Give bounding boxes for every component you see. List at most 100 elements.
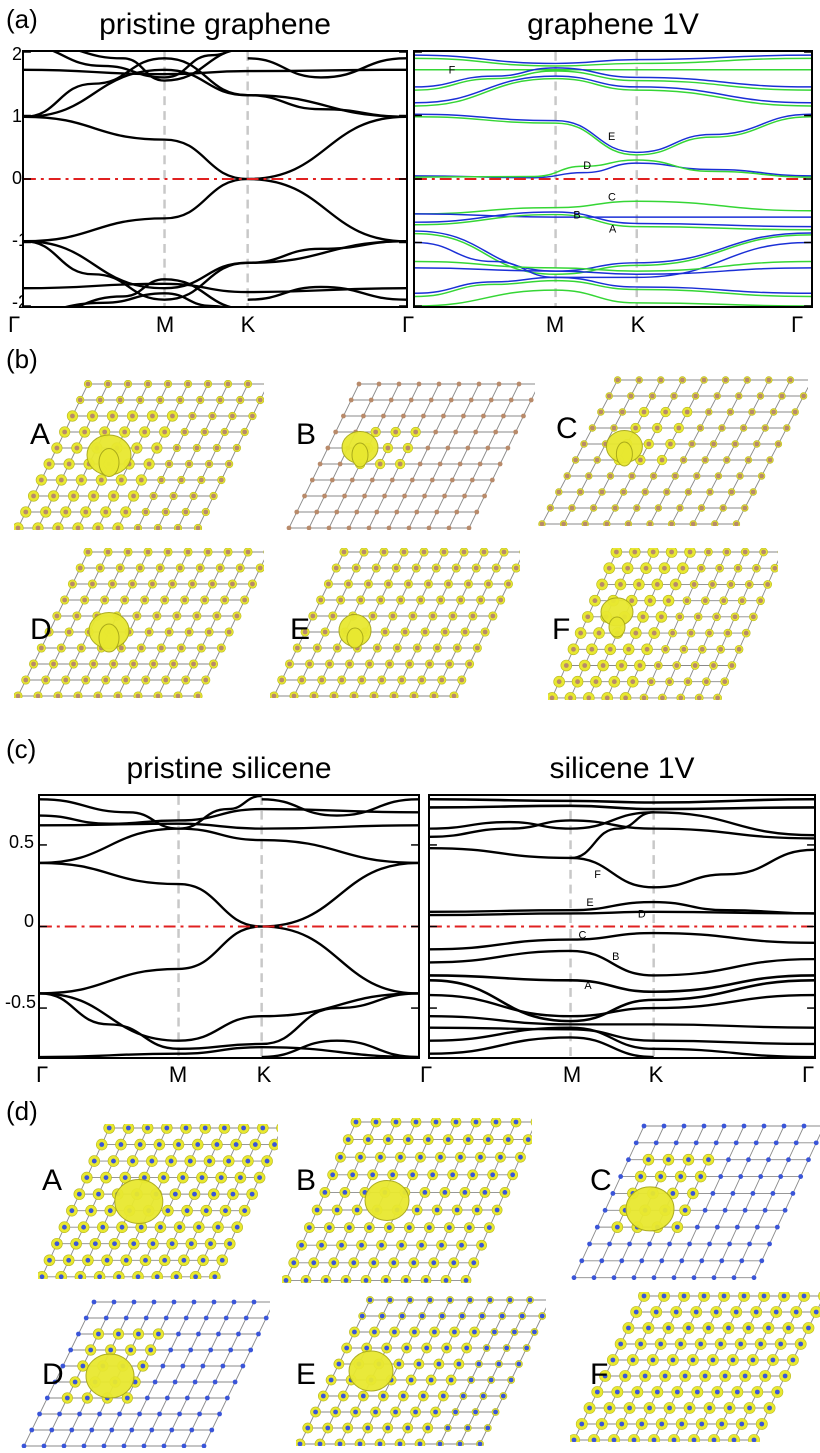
atom bbox=[211, 662, 216, 667]
atom bbox=[778, 1342, 783, 1347]
atom bbox=[238, 566, 243, 571]
atom bbox=[467, 662, 472, 667]
atom bbox=[494, 566, 499, 571]
lattice-bond bbox=[476, 416, 484, 432]
charge-density-blob bbox=[347, 628, 363, 648]
graphene-kpoint-gamma: Γ bbox=[8, 312, 20, 338]
band-line bbox=[24, 284, 406, 292]
atom bbox=[758, 1174, 763, 1179]
atom bbox=[250, 1192, 255, 1197]
atom bbox=[69, 1208, 74, 1213]
atom bbox=[142, 598, 147, 603]
atom bbox=[108, 1348, 113, 1353]
atom bbox=[146, 550, 151, 555]
atom bbox=[169, 1159, 174, 1164]
atom bbox=[374, 510, 379, 515]
atom bbox=[687, 1406, 692, 1411]
atom bbox=[54, 446, 59, 451]
atom bbox=[662, 566, 667, 571]
charge-density-blob bbox=[352, 443, 368, 467]
atom bbox=[746, 458, 751, 463]
atom bbox=[743, 1208, 748, 1213]
atom bbox=[681, 458, 686, 463]
atom bbox=[579, 1422, 584, 1427]
atom bbox=[132, 1300, 137, 1305]
silicene-kpoint-m: M bbox=[169, 1062, 187, 1088]
atom bbox=[408, 1298, 413, 1303]
atom bbox=[106, 550, 111, 555]
lattice-bond bbox=[662, 1244, 670, 1261]
atom bbox=[600, 490, 605, 495]
atom bbox=[615, 378, 620, 383]
atom bbox=[706, 550, 711, 555]
atom bbox=[398, 598, 403, 603]
atom bbox=[164, 1316, 169, 1321]
atom bbox=[104, 1316, 109, 1321]
atom bbox=[663, 1374, 668, 1379]
atom bbox=[741, 426, 746, 431]
atom bbox=[319, 1243, 324, 1248]
atom bbox=[385, 1426, 390, 1431]
silicene-kpoint-gamma: Γ bbox=[802, 1062, 814, 1088]
atom bbox=[205, 1396, 210, 1401]
atom bbox=[521, 414, 526, 419]
lattice-bond bbox=[642, 1244, 650, 1261]
atom bbox=[556, 490, 561, 495]
atom bbox=[226, 550, 231, 555]
atom bbox=[189, 1428, 194, 1433]
atom bbox=[391, 1260, 396, 1265]
atom bbox=[126, 550, 131, 555]
atom bbox=[572, 1275, 577, 1280]
atom bbox=[613, 506, 618, 511]
atom bbox=[636, 582, 641, 587]
atom bbox=[294, 510, 299, 515]
lattice-bond bbox=[443, 400, 451, 416]
atom bbox=[703, 1208, 708, 1213]
atom bbox=[146, 382, 151, 387]
atom bbox=[51, 662, 56, 667]
atom bbox=[307, 662, 312, 667]
atom bbox=[449, 1378, 454, 1383]
atom bbox=[178, 566, 183, 571]
atom bbox=[587, 1242, 592, 1247]
atom bbox=[191, 494, 196, 499]
atom bbox=[188, 1159, 193, 1164]
lattice-bond bbox=[104, 1430, 112, 1446]
atom bbox=[238, 1175, 243, 1180]
atom bbox=[733, 614, 738, 619]
atom bbox=[96, 1332, 101, 1337]
atom bbox=[495, 1208, 500, 1213]
atom bbox=[170, 582, 175, 587]
atom bbox=[414, 566, 419, 571]
atom bbox=[725, 631, 730, 636]
atom bbox=[751, 490, 756, 495]
band-label: F bbox=[594, 869, 601, 881]
lattice-bond bbox=[411, 384, 419, 400]
atom bbox=[381, 414, 386, 419]
atom bbox=[475, 646, 480, 651]
atom bbox=[318, 598, 323, 603]
atom bbox=[767, 1406, 772, 1411]
lattice-bond bbox=[166, 1302, 174, 1318]
atom bbox=[299, 1243, 304, 1248]
atom bbox=[177, 1225, 182, 1230]
atom bbox=[474, 510, 479, 515]
atom bbox=[47, 462, 52, 467]
atom bbox=[655, 582, 660, 587]
lattice-bond bbox=[796, 1126, 804, 1143]
band-line bbox=[40, 863, 418, 994]
atom bbox=[726, 1157, 731, 1162]
atom bbox=[475, 1208, 480, 1213]
atom bbox=[715, 394, 720, 399]
atom bbox=[594, 679, 599, 684]
atom bbox=[118, 566, 123, 571]
atom bbox=[143, 1258, 148, 1263]
atom bbox=[471, 1260, 476, 1265]
lattice-bond bbox=[503, 400, 511, 416]
lattice-bond bbox=[696, 1126, 704, 1143]
atom bbox=[43, 678, 48, 683]
atom bbox=[40, 1274, 45, 1279]
atom bbox=[122, 598, 127, 603]
atom bbox=[734, 1310, 739, 1315]
atom bbox=[737, 647, 742, 652]
